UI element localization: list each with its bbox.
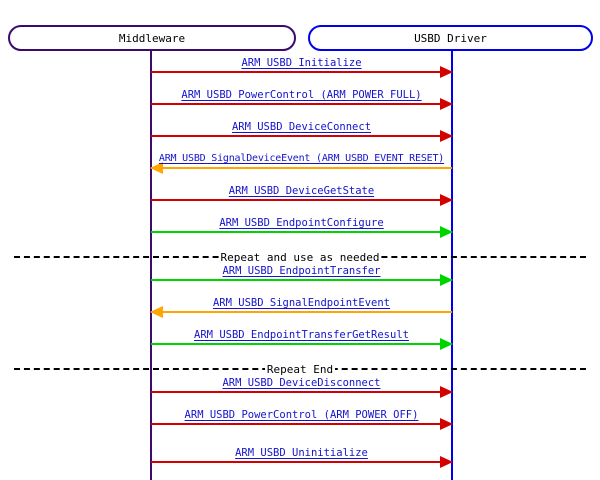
arrowhead-left <box>150 306 163 318</box>
arrowhead-right <box>440 194 453 206</box>
message-arrow: ARM_USBD_Initialize <box>151 57 453 78</box>
message-line <box>151 231 452 233</box>
message-label-text: ARM_USBD_DeviceDisconnect <box>222 377 381 389</box>
message-label: ARM_USBD_EndpointConfigure <box>151 217 452 229</box>
separator-label: Repeat End <box>264 363 336 376</box>
separator-label: Repeat and use as needed <box>218 251 382 264</box>
message-label-text: ARM_USBD_EndpointTransferGetResult <box>194 329 409 341</box>
arrowhead-right <box>440 130 453 142</box>
arrowhead-right <box>440 226 453 238</box>
message-label-text: ARM_USBD_SignalEndpointEvent <box>212 297 390 309</box>
separator-text: Repeat and use as needed <box>0 248 600 266</box>
message-line <box>151 71 452 73</box>
participant-label-usbd-driver: USBD Driver <box>414 31 487 45</box>
message-label-text: ARM_USBD_PowerControl (ARM_POWER_OFF) <box>184 409 419 421</box>
message-label-text: ARM_USBD_EndpointTransfer <box>222 265 381 277</box>
message-line <box>151 343 452 345</box>
arrowhead-right <box>440 274 453 286</box>
message-arrow: ARM_USBD_EndpointTransfer <box>151 265 453 286</box>
message-line <box>151 391 452 393</box>
message-label-text: ARM_USBD_DeviceGetState <box>228 185 375 197</box>
message-line <box>151 279 452 281</box>
message-label-text: ARM_USBD_PowerControl (ARM_POWER_FULL) <box>181 89 422 101</box>
separator-row: Repeat End <box>0 360 600 376</box>
message-line <box>151 311 452 313</box>
arrowhead-right <box>440 456 453 468</box>
message-label: ARM_USBD_DeviceDisconnect <box>151 377 452 389</box>
message-arrow: ARM_USBD_SignalDeviceEvent (ARM_USBD_EVE… <box>150 153 452 174</box>
lifeline-middleware <box>150 51 152 480</box>
message-arrow: ARM_USBD_PowerControl (ARM_POWER_FULL) <box>151 89 453 110</box>
message-line <box>151 423 452 425</box>
message-label-text: ARM_USBD_EndpointConfigure <box>219 217 384 229</box>
arrowhead-right <box>440 338 453 350</box>
message-line <box>151 135 452 137</box>
participant-box-middleware: Middleware <box>8 25 296 51</box>
message-line <box>151 199 452 201</box>
message-label: ARM_USBD_PowerControl (ARM_POWER_FULL) <box>151 89 452 101</box>
message-label: ARM_USBD_SignalDeviceEvent (ARM_USBD_EVE… <box>149 153 454 165</box>
arrowhead-right <box>440 418 453 430</box>
arrowhead-right <box>440 98 453 110</box>
lifeline-usbd-driver <box>451 51 453 480</box>
message-line <box>151 167 452 169</box>
message-label-text: ARM_USBD_Uninitialize <box>235 447 368 459</box>
message-line <box>151 461 452 463</box>
separator-text: Repeat End <box>0 360 600 378</box>
message-label: ARM_USBD_DeviceGetState <box>151 185 452 197</box>
message-arrow: ARM_USBD_Uninitialize <box>151 447 453 468</box>
message-arrow: ARM_USBD_DeviceDisconnect <box>151 377 453 398</box>
arrowhead-left <box>150 162 163 174</box>
message-arrow: ARM_USBD_PowerControl (ARM_POWER_OFF) <box>151 409 453 430</box>
message-arrow: ARM_USBD_EndpointTransferGetResult <box>151 329 453 350</box>
message-label: ARM_USBD_EndpointTransfer <box>151 265 452 277</box>
message-label: ARM_USBD_Uninitialize <box>151 447 452 459</box>
message-arrow: ARM_USBD_DeviceGetState <box>151 185 453 206</box>
participant-box-usbd-driver: USBD Driver <box>308 25 593 51</box>
arrowhead-right <box>440 66 453 78</box>
message-arrow: ARM_USBD_DeviceConnect <box>151 121 453 142</box>
message-label-text: ARM_USBD_SignalDeviceEvent (ARM_USBD_EVE… <box>158 153 445 164</box>
message-label: ARM_USBD_EndpointTransferGetResult <box>151 329 452 341</box>
message-label: ARM_USBD_PowerControl (ARM_POWER_OFF) <box>151 409 452 421</box>
message-label: ARM_USBD_SignalEndpointEvent <box>151 297 452 309</box>
message-line <box>151 103 452 105</box>
separator-row: Repeat and use as needed <box>0 248 600 264</box>
participant-label-middleware: Middleware <box>118 31 186 45</box>
arrowhead-right <box>440 386 453 398</box>
message-label: ARM_USBD_Initialize <box>151 57 452 69</box>
message-arrow: ARM_USBD_EndpointConfigure <box>151 217 453 238</box>
message-label-text: ARM_USBD_Initialize <box>241 57 362 69</box>
message-label: ARM_USBD_DeviceConnect <box>151 121 452 133</box>
message-arrow: ARM_USBD_SignalEndpointEvent <box>150 297 452 318</box>
message-label-text: ARM_USBD_DeviceConnect <box>231 121 372 133</box>
